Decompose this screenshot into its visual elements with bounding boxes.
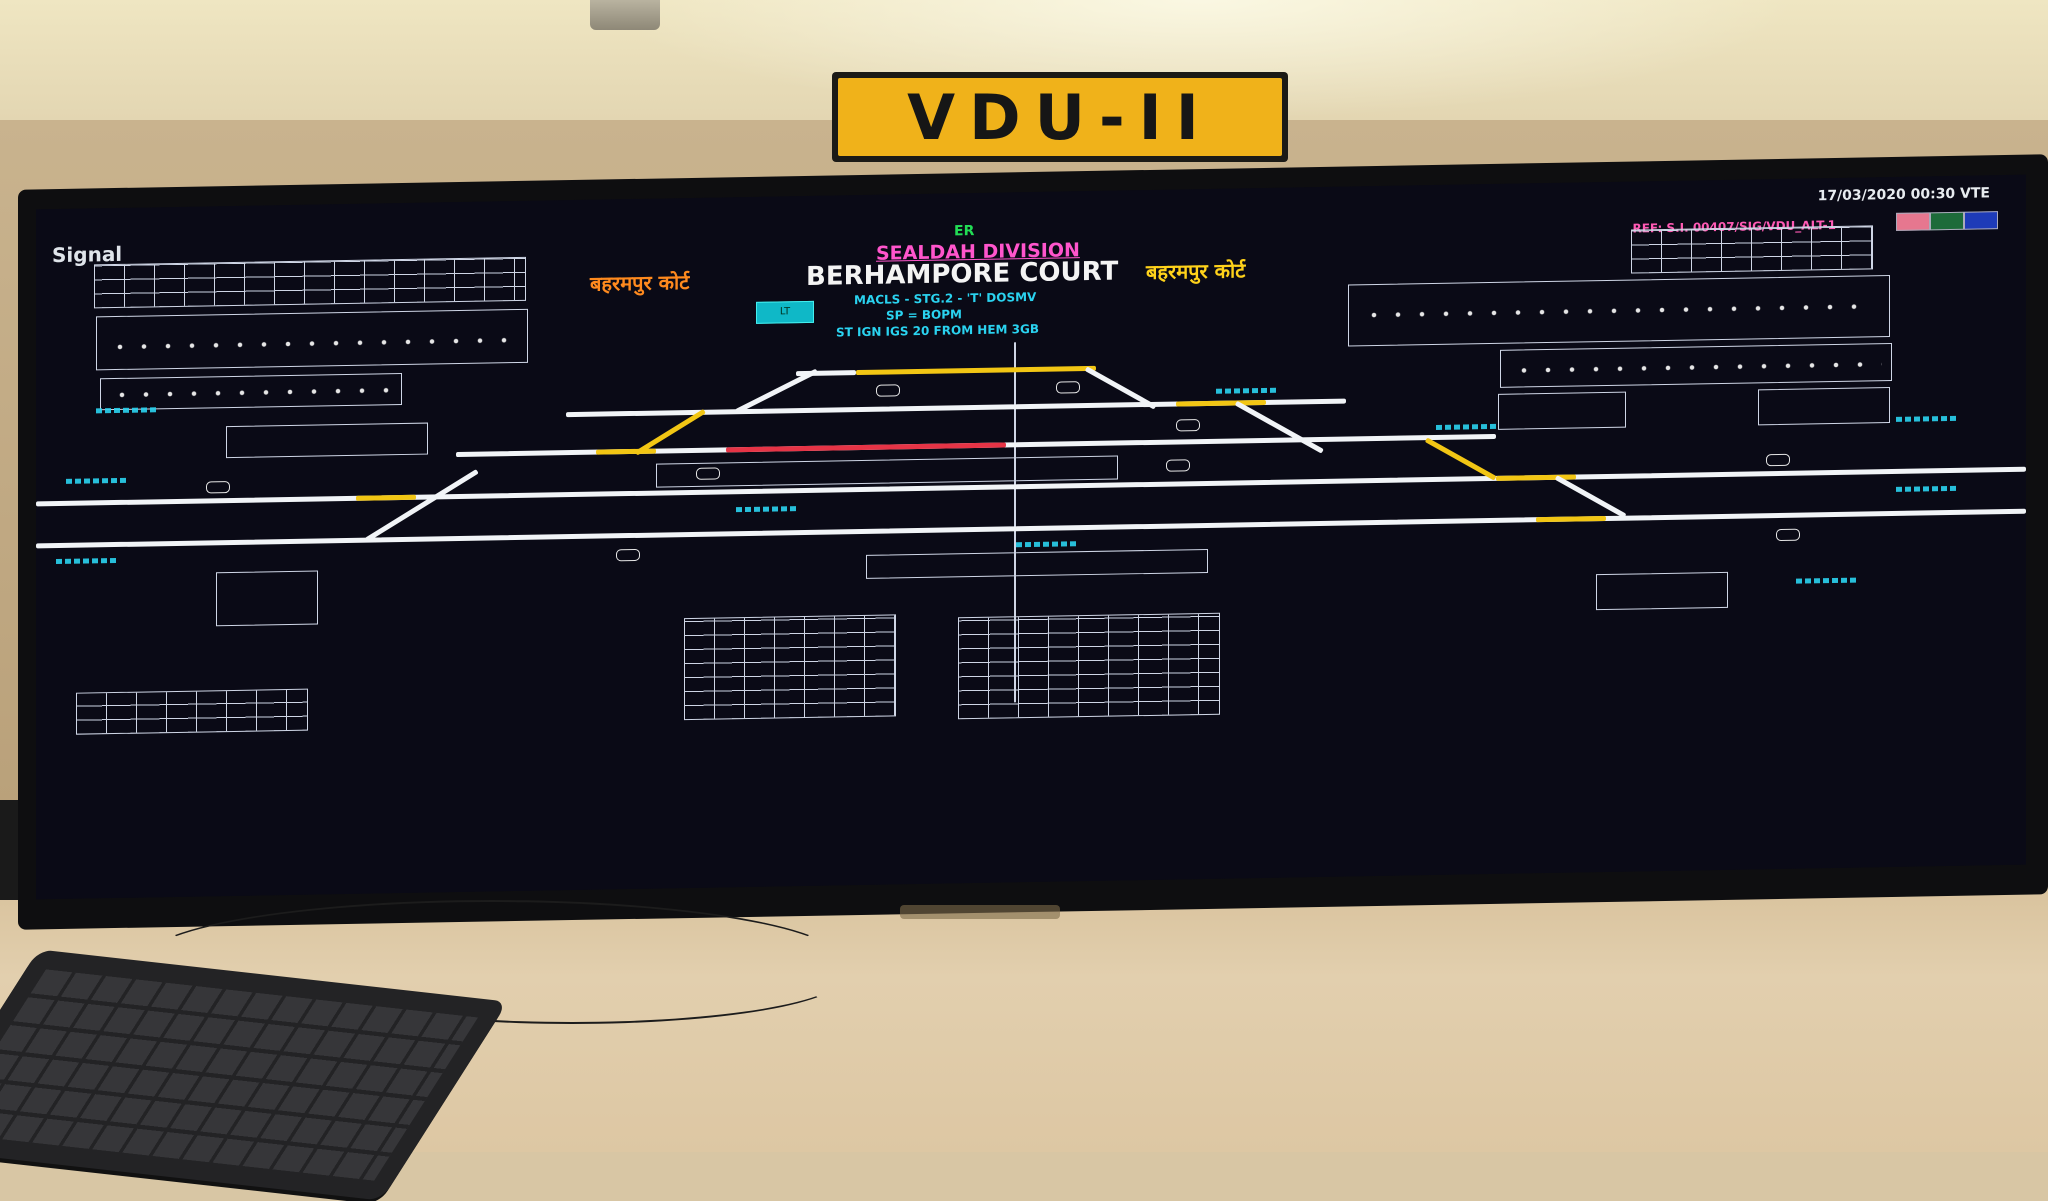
control-grid-top-left — [94, 256, 526, 309]
info-line-1: MACLS - STG.2 - 'T' DOSMV — [854, 289, 1037, 308]
cable — [300, 930, 844, 1024]
info-line-3: ST IGN IGS 20 FROM HEM 3GB — [836, 321, 1040, 340]
panel-block-right — [1498, 391, 1626, 430]
station-name: BERHAMPORE COURT — [806, 256, 1119, 292]
signal-aspect[interactable] — [876, 384, 900, 397]
platform-box-lower — [866, 548, 1208, 579]
clock-readout: 17/03/2020 00:30 VTE — [1817, 185, 1990, 205]
signal-aspect[interactable] — [1766, 453, 1790, 467]
crossover-far-right — [1554, 475, 1627, 519]
track-label — [1896, 485, 1956, 492]
siding-occupied — [856, 365, 1096, 376]
track-occupied-segment — [1176, 399, 1266, 407]
track-label — [1896, 415, 1956, 422]
track-label — [66, 477, 126, 484]
color-swatch-blue — [1964, 211, 1998, 230]
panel-route-left — [226, 422, 428, 459]
panel-axle-right — [1758, 387, 1890, 426]
signal-aspect[interactable] — [616, 548, 640, 562]
track-label — [1216, 387, 1276, 394]
track-route-red — [726, 442, 1006, 453]
track-label — [1796, 577, 1856, 584]
crossover-right — [1234, 400, 1324, 454]
track-label — [56, 558, 116, 565]
track-occupied-segment — [1536, 515, 1606, 523]
crossover-left — [364, 469, 479, 543]
control-grid-top-right — [1631, 225, 1873, 274]
signal-aspect[interactable] — [1776, 528, 1800, 542]
wall-bracket — [590, 0, 660, 30]
signal-aspect[interactable] — [1166, 459, 1190, 472]
track-label — [96, 407, 156, 414]
signal-aspect[interactable] — [1056, 381, 1080, 394]
crossover-right-occupied — [1424, 437, 1497, 481]
track-occupied-segment — [356, 494, 416, 501]
route-table-left — [684, 614, 896, 721]
keyboard-keys[interactable] — [0, 969, 478, 1181]
monitor: Signal 17/03/2020 00:30 VTE REF: S.I. 00… — [18, 154, 2048, 930]
panel-lc-left — [216, 570, 318, 627]
color-swatch-green — [1930, 211, 1964, 231]
track-label — [1016, 541, 1076, 548]
zone-label: ER — [954, 223, 975, 240]
monitor-stand — [900, 905, 1060, 919]
vdu-screen: Signal 17/03/2020 00:30 VTE REF: S.I. 00… — [36, 174, 2026, 900]
panel-lc-right — [1596, 571, 1728, 611]
signal-aspect[interactable] — [1176, 419, 1200, 432]
route-table-right — [958, 612, 1220, 720]
vdu-sign: VDU-II — [832, 72, 1288, 162]
color-swatch-pink — [1896, 212, 1930, 231]
track-label — [1436, 423, 1496, 430]
control-grid-bottom-left — [76, 688, 308, 735]
signal-aspect[interactable] — [206, 481, 230, 494]
station-hindi-right: बहरमपुर कोर्ट — [1146, 258, 1246, 285]
station-hindi-left: बहरमपुर कोर्ट — [590, 269, 690, 296]
cable — [140, 900, 844, 1024]
status-button[interactable]: LT — [756, 300, 814, 324]
vdu-sign-text: VDU-II — [838, 78, 1282, 156]
track-label — [736, 506, 796, 513]
info-line-2: SP = BOPM — [886, 307, 962, 323]
